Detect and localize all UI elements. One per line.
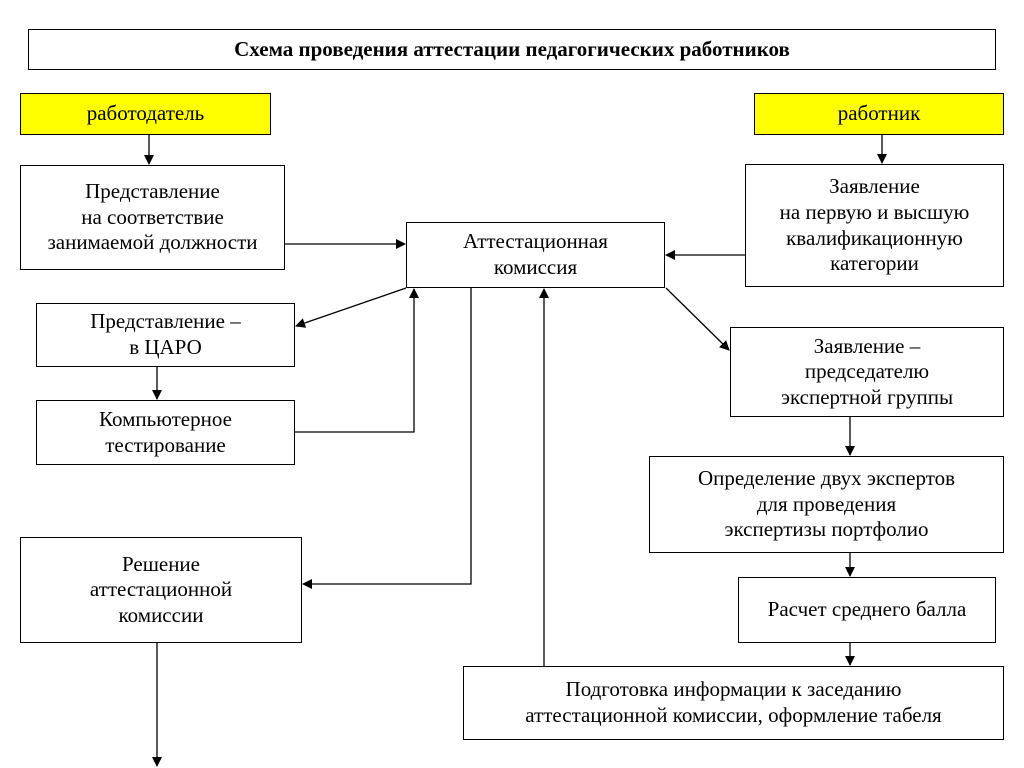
- preparation-node: Подготовка информации к заседанию аттест…: [463, 666, 1004, 740]
- submission-node: Представление на соответствие занимаемой…: [20, 165, 285, 270]
- arrow-commission-to-tsaro: [295, 287, 407, 328]
- decision-node: Решение аттестационной комиссии: [20, 537, 302, 643]
- diagram-title: Схема проведения аттестации педагогическ…: [28, 29, 996, 70]
- avg-score-node: Расчет среднего балла: [738, 577, 996, 643]
- computer-testing-node: Компьютерное тестирование: [36, 400, 295, 465]
- experts-node: Определение двух экспертов для проведени…: [649, 456, 1004, 553]
- application-chair-node: Заявление – председателю экспертной груп…: [730, 327, 1004, 417]
- submission-tsaro-node: Представление – в ЦАРО: [36, 303, 295, 367]
- arrow-commission-to-decision: [302, 288, 472, 589]
- employee-node: работник: [754, 93, 1004, 135]
- arrow-testing-to-commission: [295, 288, 419, 433]
- commission-node: Аттестационная комиссия: [406, 222, 665, 288]
- arrow-commission-to-chair: [665, 287, 730, 351]
- employer-node: работодатель: [20, 93, 271, 135]
- application-node: Заявление на первую и высшую квалификаци…: [745, 164, 1004, 287]
